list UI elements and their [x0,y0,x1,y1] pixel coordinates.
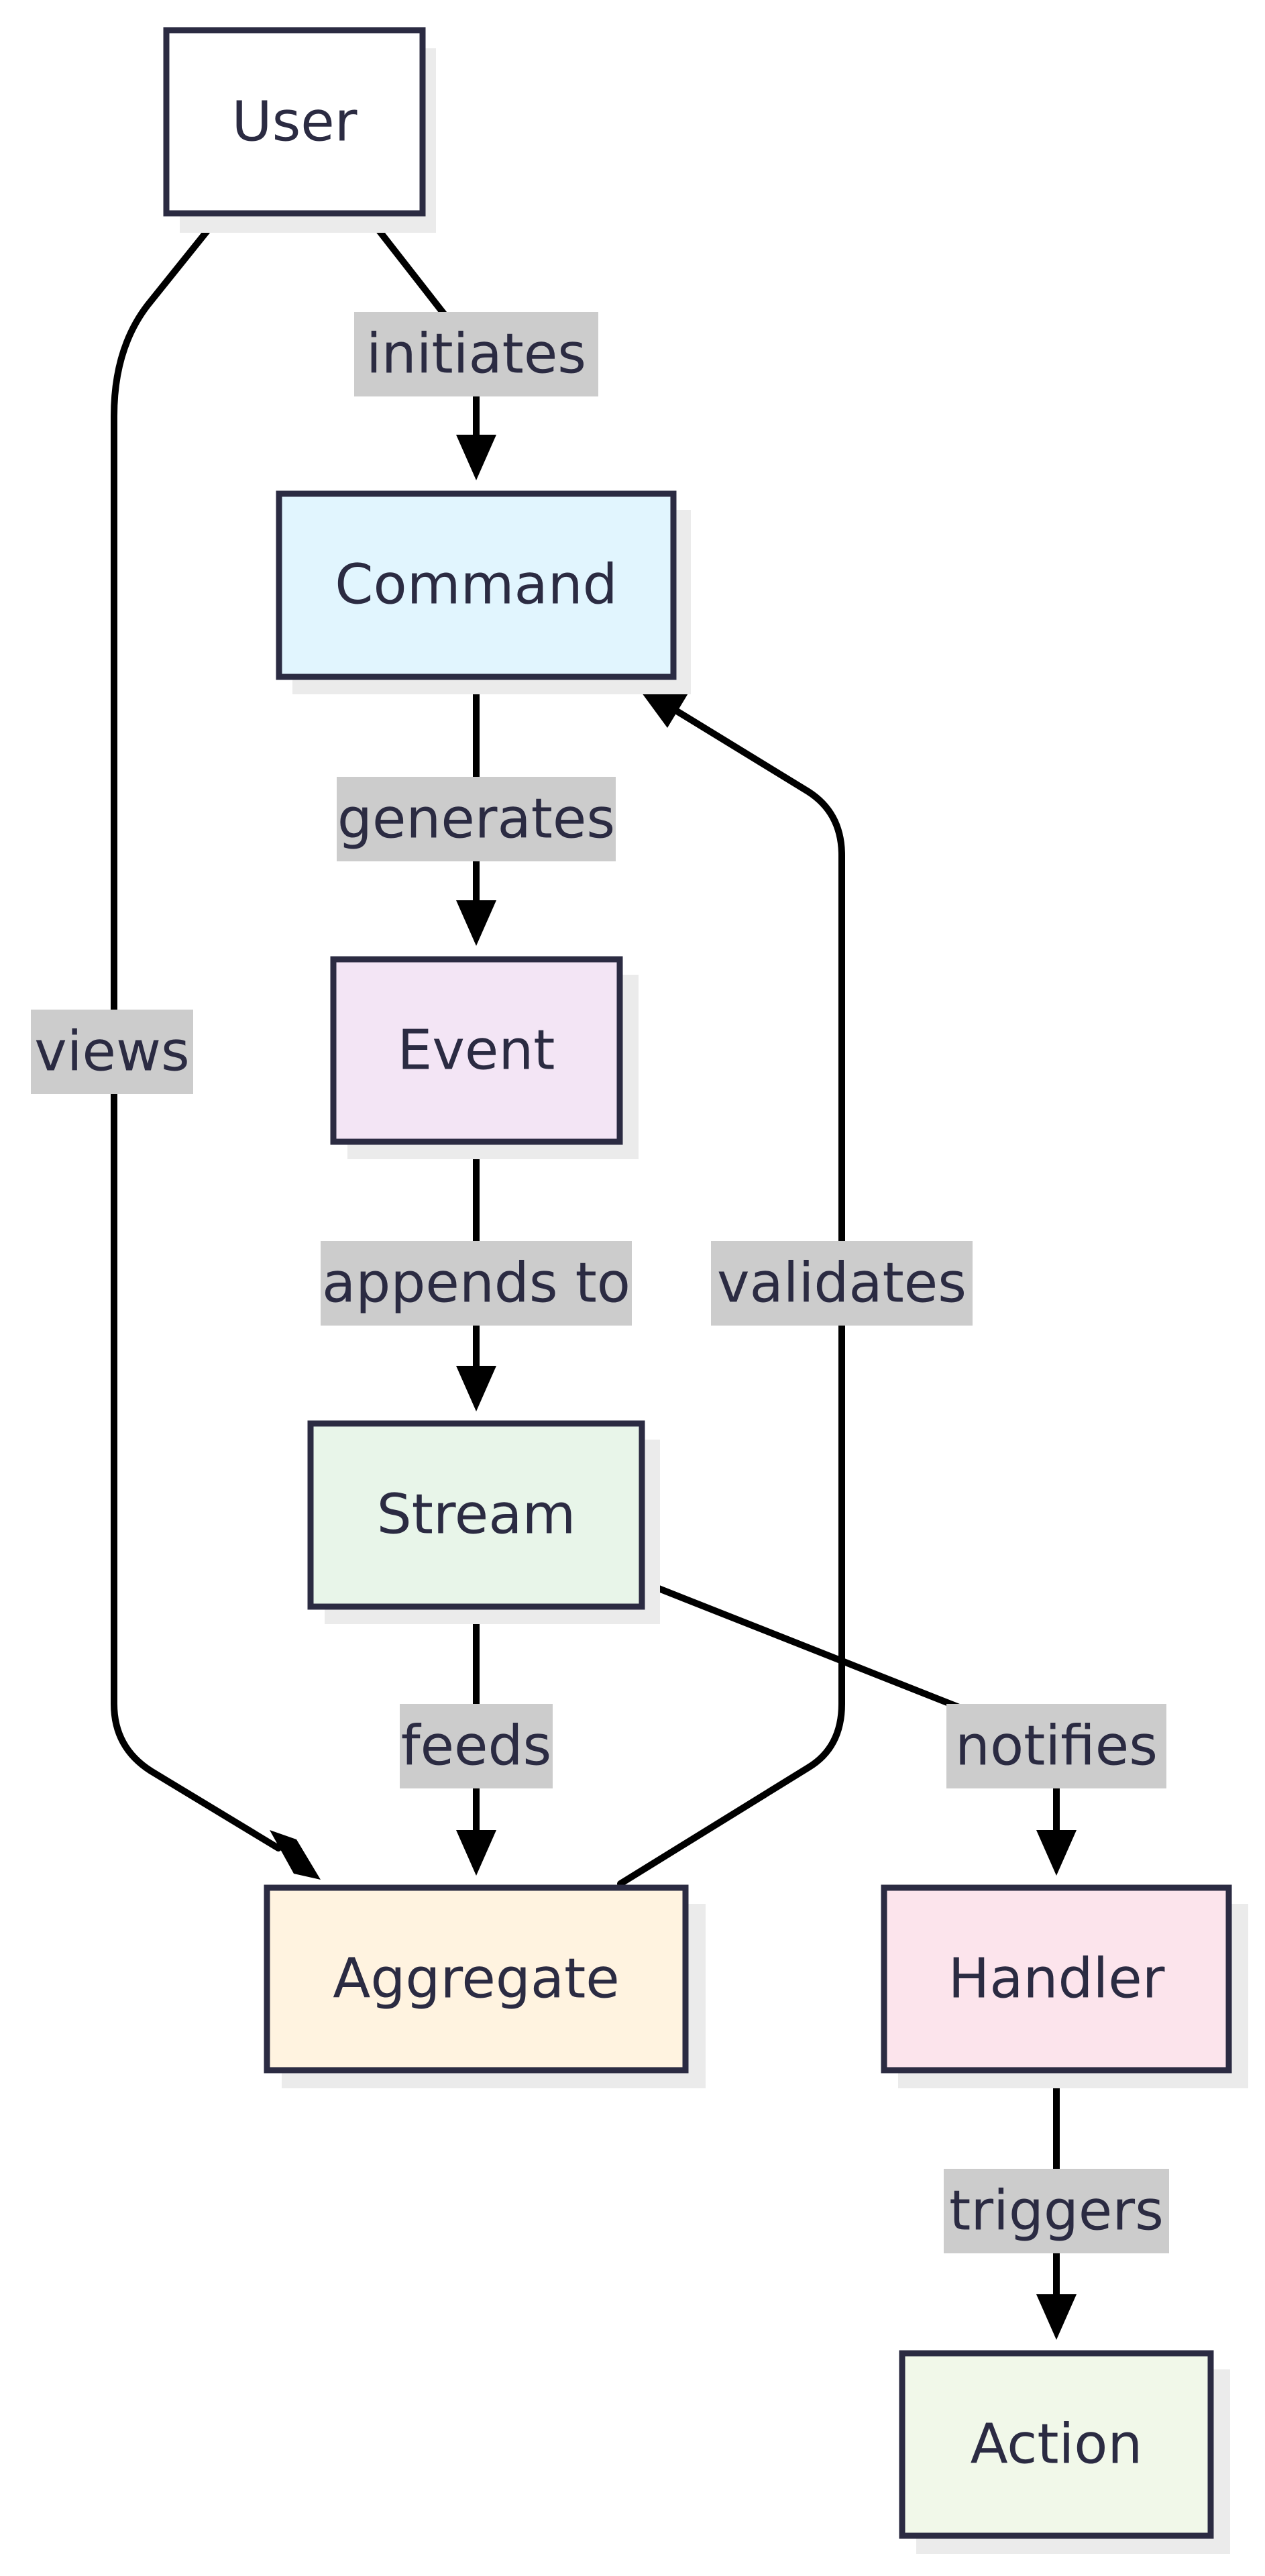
edge-notifies-arrowhead [1036,1830,1077,1876]
edge-label-appends-to-text: appends to [322,1252,630,1316]
node-event-box[interactable] [330,956,623,1145]
edge-views-arrowhead [270,1830,321,1880]
node-user-label: User [232,91,358,154]
node-aggregate-label: Aggregate [333,1947,619,2011]
edge-label-feeds-text: feeds [401,1715,552,1778]
edge-label-appends-to: appends to [321,1241,632,1326]
edge-label-views-text: views [34,1020,190,1084]
node-command-label: Command [335,553,617,617]
node-handler-box[interactable] [881,1884,1232,2074]
node-handler[interactable]: Handler [881,1884,1248,2088]
edge-label-triggers-text: triggers [949,2180,1164,2243]
edge-label-validates: validates [711,1241,973,1326]
edge-label-views: views [31,1010,193,1094]
edge-generates-arrowhead [456,900,496,946]
edge-label-notifies-text: notifies [955,1715,1158,1778]
node-stream[interactable]: Stream [307,1420,660,1624]
edge-initiates-arrowhead [456,435,496,480]
edge-validates-arrowhead [638,688,689,728]
nodes: User Command Event Stream Aggregate [163,27,1248,2554]
node-aggregate[interactable]: Aggregate [264,1884,706,2088]
edge-label-generates: generates [337,777,616,861]
node-user[interactable]: User [163,27,436,233]
edge-label-generates-text: generates [337,788,615,851]
node-command-box[interactable] [276,490,677,680]
edge-lines [111,210,1077,2340]
edge-labels: initiates generates appends to feeds not… [31,312,1169,2253]
node-action-label: Action [971,2413,1143,2477]
edge-label-notifies: notifies [946,1704,1166,1788]
edge-label-triggers: triggers [944,2169,1169,2253]
node-event[interactable]: Event [330,956,639,1159]
edge-views-line [111,210,282,1851]
node-action[interactable]: Action [899,2350,1230,2554]
edge-appends-to-arrowhead [456,1366,496,1411]
edge-label-initiates-text: initiates [366,323,586,386]
edge-label-validates-text: validates [717,1252,967,1316]
node-stream-box[interactable] [307,1420,645,1610]
node-event-label: Event [398,1019,555,1083]
edge-label-feeds: feeds [400,1704,553,1788]
node-stream-label: Stream [377,1483,576,1547]
node-user-box[interactable] [163,27,426,217]
edge-triggers-arrowhead [1036,2294,1077,2340]
node-aggregate-box[interactable] [264,1884,689,2074]
node-action-box[interactable] [899,2350,1214,2539]
edge-feeds-arrowhead [456,1830,496,1876]
edge-label-initiates: initiates [354,312,598,396]
node-command[interactable]: Command [276,490,691,694]
node-handler-label: Handler [948,1947,1165,2011]
